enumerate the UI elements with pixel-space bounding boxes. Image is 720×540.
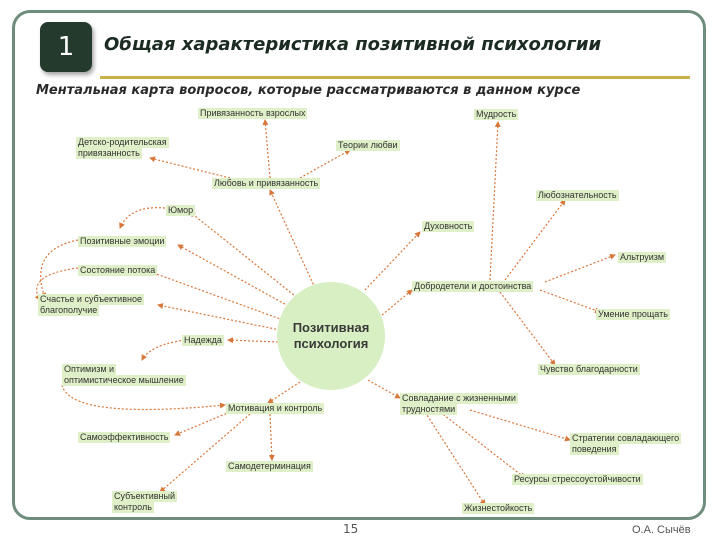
- node-coping-strategies-line2: поведения: [570, 444, 619, 455]
- node-hardiness: Жизнестойкость: [462, 503, 535, 514]
- node-coping-strategies: Стратегии совладающего: [570, 433, 682, 444]
- edge-love-adult: [262, 119, 271, 179]
- edge-coping-hardiness: [424, 411, 486, 506]
- node-happiness-line2: благополучие: [38, 305, 100, 316]
- node-humor: Юмор: [166, 205, 196, 216]
- edge-virtues-wisdom: [489, 121, 501, 281]
- node-self-efficacy: Самоэффективность: [78, 432, 171, 443]
- node-subjective-control-line2: контроль: [112, 502, 154, 513]
- node-self-determination: Самодетерминация: [226, 461, 313, 472]
- node-coping: Совладание с жизненными: [400, 393, 518, 404]
- node-forgiveness: Умение прощать: [596, 309, 670, 320]
- edge-center-humor: [189, 211, 301, 301]
- slide-frame: [12, 10, 706, 520]
- edge-virtues-altruism: [544, 254, 616, 283]
- edge-virtues-gratitude: [499, 291, 556, 366]
- node-adult-attachment: Привязанность взрослых: [198, 108, 308, 119]
- edge-flow-loop: [34, 267, 79, 301]
- node-curiosity: Любознательность: [536, 190, 619, 201]
- edge-hope-optimism: [141, 339, 186, 361]
- edge-center-coping: [367, 379, 401, 399]
- edge-center-hope: [227, 337, 279, 344]
- node-optimism: Оптимизм и: [62, 364, 117, 375]
- edge-center-virtues: [381, 289, 413, 316]
- edge-motivation-control: [159, 413, 251, 493]
- edge-optimism-motivation: [61, 384, 226, 411]
- node-optimism-line2: оптимистическое мышление: [62, 375, 186, 386]
- node-happiness: Счастье и субъективное: [38, 294, 144, 305]
- edge-coping-strategies: [469, 409, 571, 442]
- node-child-parent-attachment: Детско-родительская: [76, 137, 169, 148]
- node-motivation-control: Мотивация и контроль: [226, 403, 325, 414]
- edge-motivation-selfeff: [174, 411, 231, 436]
- node-wisdom: Мудрость: [474, 109, 519, 120]
- node-love-attachment: Любовь и привязанность: [212, 178, 321, 189]
- slide-title: Общая характеристика позитивной психолог…: [104, 34, 602, 55]
- node-stress-resources: Ресурсы стрессоустойчивости: [512, 474, 643, 485]
- edge-emotions-loop: [40, 239, 79, 299]
- node-gratitude: Чувство благодарности: [538, 364, 640, 375]
- slide-subtitle: Ментальная карта вопросов, которые рассм…: [36, 83, 581, 98]
- edge-center-spirituality: [364, 231, 421, 291]
- node-virtues: Добродетели и достоинства: [412, 281, 534, 292]
- author-label: О.А. Сычёв: [632, 524, 691, 536]
- node-positive-emotions: Позитивные эмоции: [78, 236, 167, 247]
- node-subjective-control: Субъективный: [112, 491, 178, 502]
- node-love-theories: Теории любви: [336, 140, 400, 151]
- slide-number-badge: 1: [40, 22, 92, 72]
- edge-center-happiness: [157, 303, 281, 331]
- edge-coping-resources: [439, 411, 526, 479]
- node-hope: Надежда: [182, 335, 224, 346]
- edge-center-flow: [139, 266, 284, 321]
- edge-motivation-selfdet: [268, 413, 275, 461]
- page-number: 15: [343, 522, 359, 536]
- center-node-line2: психология: [293, 336, 369, 351]
- title-divider: [100, 76, 690, 79]
- edge-center-emotions: [177, 244, 293, 309]
- node-altruism: Альтруизм: [618, 252, 667, 263]
- edge-love-child: [149, 156, 231, 179]
- center-node: Позитивная психология: [277, 282, 385, 390]
- center-node-line1: Позитивная: [292, 320, 370, 335]
- edge-virtues-forgive: [539, 289, 601, 314]
- edge-virtues-curiosity: [504, 199, 566, 281]
- edge-love-theories: [299, 149, 351, 179]
- node-coping-line2: трудностями: [400, 404, 458, 415]
- node-flow-state: Состояние потока: [78, 265, 158, 276]
- node-child-parent-attachment-line2: привязанность: [76, 148, 142, 159]
- node-spirituality: Духовность: [422, 221, 475, 232]
- edge-center-motivation: [267, 381, 301, 404]
- edge-humor-loop: [119, 207, 166, 229]
- edge-center-love: [269, 189, 316, 289]
